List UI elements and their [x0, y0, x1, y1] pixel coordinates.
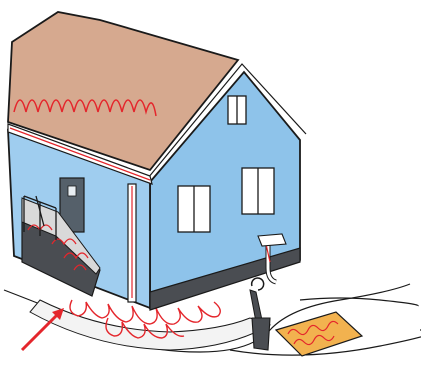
shovel-icon: [250, 278, 270, 350]
heated-doormat-icon: [276, 312, 362, 356]
house: [8, 12, 306, 310]
